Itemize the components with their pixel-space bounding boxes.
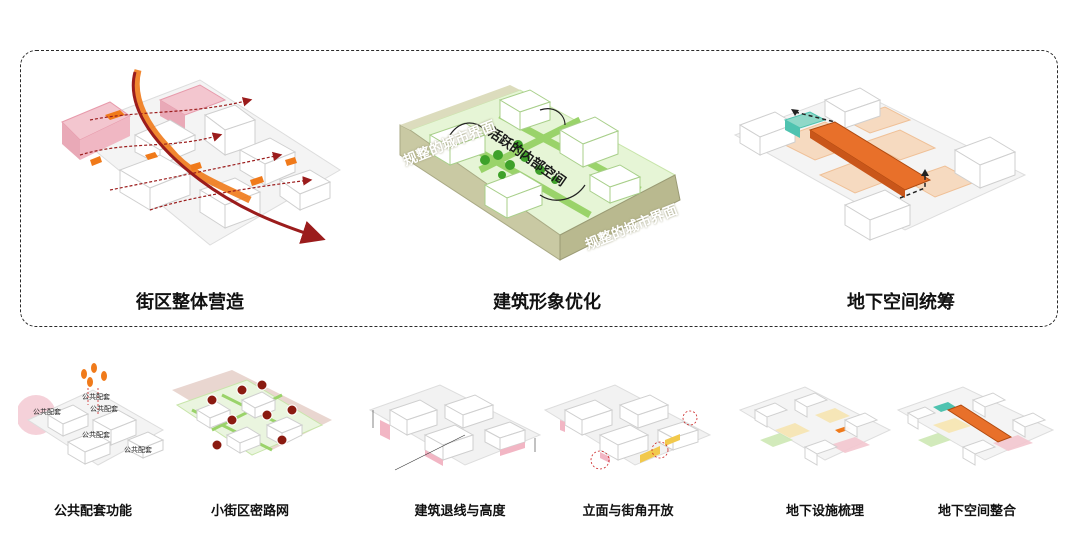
caption-overall-block: 街区整体营造 xyxy=(136,292,244,313)
caption-public-facilities: 公共配套功能 xyxy=(53,504,132,519)
diagram-underground-facilities xyxy=(735,385,895,480)
diagram-public-facilities xyxy=(18,360,168,480)
top-dashed-frame xyxy=(20,50,1058,327)
diagram-underground-integration xyxy=(893,385,1058,480)
diagram-small-block-road-network xyxy=(172,370,332,480)
label-public-facility-3: 公共配套 xyxy=(90,405,118,413)
caption-small-block-road-network: 小街区密路网 xyxy=(210,504,289,519)
diagram-setback-height xyxy=(365,380,545,480)
caption-facade-corner: 立面与街角开放 xyxy=(582,504,674,519)
caption-underground-facilities: 地下设施梳理 xyxy=(785,504,864,519)
diagram-facade-corner xyxy=(540,380,715,480)
label-public-facility-2: 公共配套 xyxy=(33,408,61,416)
caption-building-image: 建筑形象优化 xyxy=(493,292,601,313)
label-public-facility-4: 公共配套 xyxy=(82,431,110,439)
caption-underground-integration: 地下空间整合 xyxy=(937,504,1016,519)
caption-setback-height: 建筑退线与高度 xyxy=(414,504,506,519)
label-public-facility-1: 公共配套 xyxy=(82,393,110,401)
diagram-building-image xyxy=(390,75,690,265)
label-public-facility-5: 公共配套 xyxy=(124,446,152,454)
caption-underground-overall: 地下空间统筹 xyxy=(847,292,955,313)
diagram-underground-overall xyxy=(725,80,1030,255)
diagram-block-overall xyxy=(50,60,350,260)
